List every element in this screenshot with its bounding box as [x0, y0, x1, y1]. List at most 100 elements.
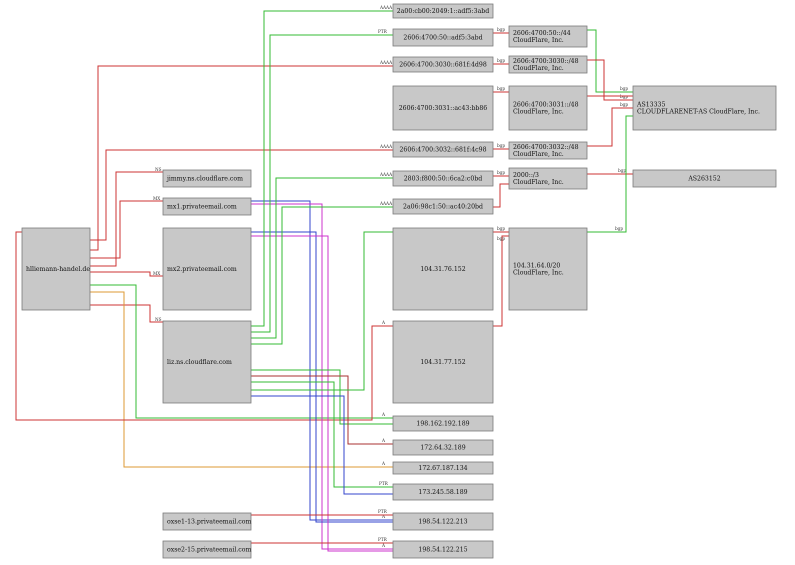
- node-v6f[interactable]: 2803:f800:50::6ca2:c0bd: [392, 170, 494, 187]
- edge-pfx6-as1: [587, 115, 633, 233]
- edge-root-ip5: [90, 291, 393, 468]
- node-oxse2[interactable]: oxse2-15.privateemail.com: [162, 540, 251, 559]
- edge-v6f-pfx5-label: bgp: [497, 170, 505, 175]
- node-mx2-box: [162, 227, 252, 311]
- node-as1-box: [632, 85, 777, 131]
- node-v6e[interactable]: 2606:4700:3032::681f:4c98: [392, 141, 494, 158]
- node-as2-label-0: AS263152: [687, 176, 720, 183]
- node-v6e-label-0: 2606:4700:3032::681f:4c98: [399, 147, 486, 154]
- node-v6a[interactable]: 2a00:cb00:2049:1::adf5:3abd: [392, 3, 494, 19]
- node-ip6[interactable]: 173.245.58.189: [392, 483, 494, 501]
- node-liz[interactable]: liz.ns.cloudflare.com: [162, 320, 252, 404]
- node-ip5-label-0: 172.67.187.134: [418, 465, 467, 472]
- edge-root-v6c-label: AAAA: [379, 60, 393, 65]
- edge-v6c-pfx2-label: bgp: [497, 58, 505, 63]
- edge-mx1-ip8-label: A: [381, 543, 386, 548]
- node-oxse1[interactable]: oxse1-13.privateemail.com: [162, 512, 252, 531]
- node-v6g[interactable]: 2a06:98c1:50::ac40:20bd: [392, 198, 494, 215]
- node-mx2[interactable]: mx2.privateemail.com: [162, 227, 252, 311]
- node-v6c[interactable]: 2606:4700:3030::681f:4d98: [392, 56, 494, 73]
- node-v6f-box: [392, 170, 494, 187]
- edge-mx1-ip7-label: A: [381, 514, 386, 519]
- node-ip7-box: [392, 512, 494, 531]
- node-ip8-label-0: 198.54.122.215: [418, 547, 467, 554]
- edge-ip2-pfx6: [493, 235, 509, 327]
- edge-liz-ip4-label: A: [381, 438, 386, 443]
- edge-pfx5-as2-label: bgp: [618, 168, 626, 173]
- edge-root-ip5-label: A: [381, 461, 386, 466]
- node-oxse1-label-0: oxse1-13.privateemail.com: [167, 519, 251, 526]
- edge-mx2-ip8: [251, 235, 393, 552]
- edge-root-ip2-label: A: [381, 320, 386, 325]
- edge-root-liz: [90, 304, 163, 323]
- node-pfx6-label-0: 104.31.64.0/20: [513, 263, 560, 270]
- edge-root-v6e: [90, 149, 393, 241]
- nodes-layer: hlliemann-handel.de jimmy.ns.cloudflare.c…: [21, 3, 777, 559]
- node-oxse2-label-0: oxse2-15.privateemail.com: [167, 547, 251, 554]
- node-as1-label-0: AS13335: [636, 102, 665, 109]
- edge-liz-v6a-label: AAAA: [379, 5, 393, 10]
- node-v6f-label-0: 2803:f800:50::6ca2:c0bd: [404, 176, 483, 183]
- node-ip6-label-0: 173.245.58.189: [418, 489, 467, 496]
- node-v6e-box: [392, 141, 494, 158]
- node-ip1-label-0: 104.31.76.152: [420, 266, 465, 273]
- node-v6d[interactable]: 2606:4700:3031::ac43:bb86: [392, 85, 494, 131]
- node-root[interactable]: hlliemann-handel.de: [21, 227, 91, 311]
- node-ip2-box: [392, 320, 494, 404]
- node-mx1-box: [162, 197, 252, 216]
- node-ip3-box: [392, 415, 494, 432]
- edge-root-liz-label: NS: [155, 317, 162, 322]
- node-ip5[interactable]: 172.67.187.134: [392, 461, 494, 475]
- node-pfx4-label-0: 2606:4700:3032::/48: [513, 144, 579, 151]
- node-pfx3-label-1: CloudFlare, Inc.: [513, 109, 564, 116]
- node-as2[interactable]: AS263152: [632, 169, 777, 188]
- edge-v6g-pfx5: [493, 183, 509, 208]
- node-ip3[interactable]: 198.162.192.189: [392, 415, 494, 432]
- node-ip1[interactable]: 104.31.76.152: [392, 227, 494, 311]
- edge-root-mx2-label: MX: [153, 271, 160, 276]
- node-pfx6-label-1: CloudFlare, Inc.: [513, 270, 564, 277]
- edge-oxse2-ip8-label: PTR: [378, 537, 388, 542]
- node-mx1[interactable]: mx1.privateemail.com: [162, 197, 252, 216]
- edge-liz-v6b: [251, 34, 393, 333]
- node-ip7[interactable]: 198.54.122.213: [392, 512, 494, 531]
- node-v6c-box: [392, 56, 494, 73]
- edge-liz-v6b-label: PTR: [378, 29, 388, 34]
- node-ip2-label-0: 104.31.77.152: [420, 359, 465, 366]
- node-pfx6-box: [508, 227, 588, 311]
- node-v6b-box: [392, 28, 494, 47]
- node-oxse1-box: [162, 512, 252, 531]
- node-v6b[interactable]: 2606:4700:50::adf5:3abd: [392, 28, 494, 47]
- edge-liz-ip6-label: PTR: [379, 481, 389, 486]
- edge-root-ip3: [90, 284, 393, 419]
- node-ip8[interactable]: 198.54.122.215: [392, 540, 494, 559]
- node-pfx4-box: [508, 141, 588, 160]
- node-ip2[interactable]: 104.31.77.152: [392, 320, 494, 404]
- edge-v6d-pfx3-label: bgp: [497, 86, 505, 91]
- edge-root-v6e-label: AAAA: [379, 144, 393, 149]
- node-ip4-box: [392, 439, 494, 456]
- edge-mx2-ip7: [251, 231, 393, 523]
- node-pfx1-label-1: CloudFlare, Inc.: [513, 37, 564, 44]
- node-pfx4-label-1: CloudFlare, Inc.: [513, 151, 564, 158]
- node-v6b-label-0: 2606:4700:50::adf5:3abd: [403, 35, 482, 42]
- node-ip6-box: [392, 483, 494, 501]
- node-ip8-box: [392, 540, 494, 559]
- edge-root-jimmy-label: NS: [155, 167, 162, 172]
- edge-liz-ip3: [251, 369, 393, 425]
- node-pfx2-box: [508, 55, 588, 74]
- node-pfx2-label-0: 2606:4700:3030::/48: [513, 58, 579, 65]
- node-jimmy[interactable]: jimmy.ns.cloudflare.com: [162, 169, 252, 188]
- node-liz-label-0: liz.ns.cloudflare.com: [167, 359, 232, 366]
- node-ip4[interactable]: 172.64.32.189: [392, 439, 494, 456]
- node-jimmy-label-0: jimmy.ns.cloudflare.com: [166, 176, 243, 183]
- node-pfx1-label-0: 2606:4700:50::/44: [513, 30, 571, 37]
